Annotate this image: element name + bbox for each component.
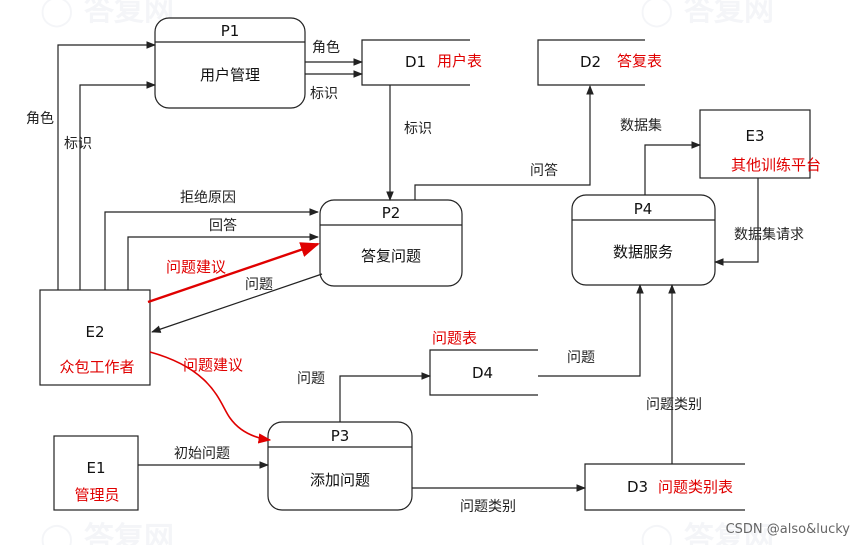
datastore-d4-id: D4 xyxy=(472,364,493,382)
entity-e3-id: E3 xyxy=(745,127,764,145)
flow-e2-p1: 角色 标识 xyxy=(26,41,156,290)
process-p3-name: 添加问题 xyxy=(310,471,370,489)
process-p3-id: P3 xyxy=(331,427,350,445)
flow-p4-e3-label: 数据集 xyxy=(620,117,662,134)
flow-p1-d1: 角色 标识 xyxy=(305,39,363,102)
flow-e3-p4: 数据集请求 xyxy=(714,178,804,266)
datastore-d2-annotation: 答复表 xyxy=(617,52,662,70)
flow-d3-p4: 问题类别 xyxy=(646,284,702,464)
flow-e1-p3-label: 初始问题 xyxy=(174,445,230,462)
svg-text:◯ 答复网: ◯ 答复网 xyxy=(40,0,174,28)
flow-e2-p2-suggest: 问题建议 xyxy=(147,242,320,304)
entity-e3-annotation: 其他训练平台 xyxy=(731,156,821,174)
flow-e1-p3: 初始问题 xyxy=(138,445,269,469)
flow-e2-p3-suggest: 问题建议 xyxy=(149,351,272,444)
entity-e2-annotation: 众包工作者 xyxy=(59,358,134,376)
process-p4-id: P4 xyxy=(634,200,653,218)
entity-e1-id: E1 xyxy=(86,459,105,477)
flow-e2-p3-suggest-label: 问题建议 xyxy=(183,356,243,374)
flow-p1-d1-id-label: 标识 xyxy=(310,86,338,102)
flow-e2-p1-role-label: 角色 xyxy=(26,110,54,127)
flow-e2-p2: 拒绝原因 回答 xyxy=(104,190,319,290)
datastore-d3-annotation: 问题类别表 xyxy=(658,478,733,496)
entity-e2-id: E2 xyxy=(85,323,104,341)
flow-e2-p2-reject-label: 拒绝原因 xyxy=(180,190,236,206)
svg-text:◯ 答复网: ◯ 答复网 xyxy=(640,0,774,28)
flow-e2-p1-id-label: 标识 xyxy=(64,136,92,152)
flow-p3-d4-label: 问题 xyxy=(297,371,325,387)
process-p2: P2 答复问题 xyxy=(319,199,463,287)
datastore-d3-id: D3 xyxy=(627,478,648,496)
entity-e1: E1 管理员 xyxy=(53,435,139,511)
watermark-text: CSDN @also&lucky xyxy=(726,522,851,537)
flow-d1-p2-label: 标识 xyxy=(404,121,432,137)
datastore-d3: D3 问题类别表 xyxy=(584,463,745,511)
entity-e2: E2 众包工作者 xyxy=(39,289,151,386)
flow-p2-d2: 问答 xyxy=(414,85,594,200)
svg-text:◯ 答复网: ◯ 答复网 xyxy=(640,521,774,545)
flow-e3-p4-label: 数据集请求 xyxy=(734,226,804,243)
flow-d4-p4-label: 问题 xyxy=(567,350,595,366)
process-p1-id: P1 xyxy=(221,22,240,40)
flow-d4-p4: 问题 xyxy=(538,284,644,377)
flow-p1-d1-role-label: 角色 xyxy=(312,39,340,56)
process-p2-id: P2 xyxy=(382,204,401,222)
flow-d1-p2: 标识 xyxy=(386,85,432,201)
flow-p2-e2-label: 问题 xyxy=(245,277,273,293)
flow-d3-p4-label: 问题类别 xyxy=(646,397,702,413)
process-p1: P1 用户管理 xyxy=(154,17,306,109)
process-p2-name: 答复问题 xyxy=(361,247,421,265)
datastore-d4: D4 问题表 xyxy=(429,329,538,396)
flow-p3-d3-label: 问题类别 xyxy=(460,499,516,515)
flow-p4-e3: 数据集 xyxy=(620,117,701,195)
entity-e3: E3 其他训练平台 xyxy=(699,109,821,179)
flow-p3-d3: 问题类别 xyxy=(412,484,586,515)
datastore-d2-id: D2 xyxy=(580,53,601,71)
datastore-d1-id: D1 xyxy=(405,53,426,71)
datastore-d2: D2 答复表 xyxy=(537,39,662,86)
flow-p3-d4: 问题 xyxy=(297,371,431,422)
datastore-d1: D1 用户表 xyxy=(361,39,482,86)
flow-p2-e2: 问题 xyxy=(151,273,323,333)
process-p4: P4 数据服务 xyxy=(571,194,716,286)
datastore-d1-annotation: 用户表 xyxy=(437,52,482,70)
flow-p2-d2-label: 问答 xyxy=(530,162,558,179)
background-logo-marks: ◯ 答复网 ◯ 答复网 ◯ 答复网 ◯ 答复网 xyxy=(40,0,774,545)
entity-e1-annotation: 管理员 xyxy=(74,486,119,504)
process-p1-name: 用户管理 xyxy=(200,66,260,84)
datastore-d4-annotation: 问题表 xyxy=(432,329,477,347)
process-p3: P3 添加问题 xyxy=(267,421,413,511)
flow-e2-p2-answer-label: 回答 xyxy=(209,217,237,234)
flow-e2-p2-suggest-label: 问题建议 xyxy=(166,258,226,276)
process-p4-name: 数据服务 xyxy=(613,243,673,261)
svg-text:◯ 答复网: ◯ 答复网 xyxy=(40,521,174,545)
